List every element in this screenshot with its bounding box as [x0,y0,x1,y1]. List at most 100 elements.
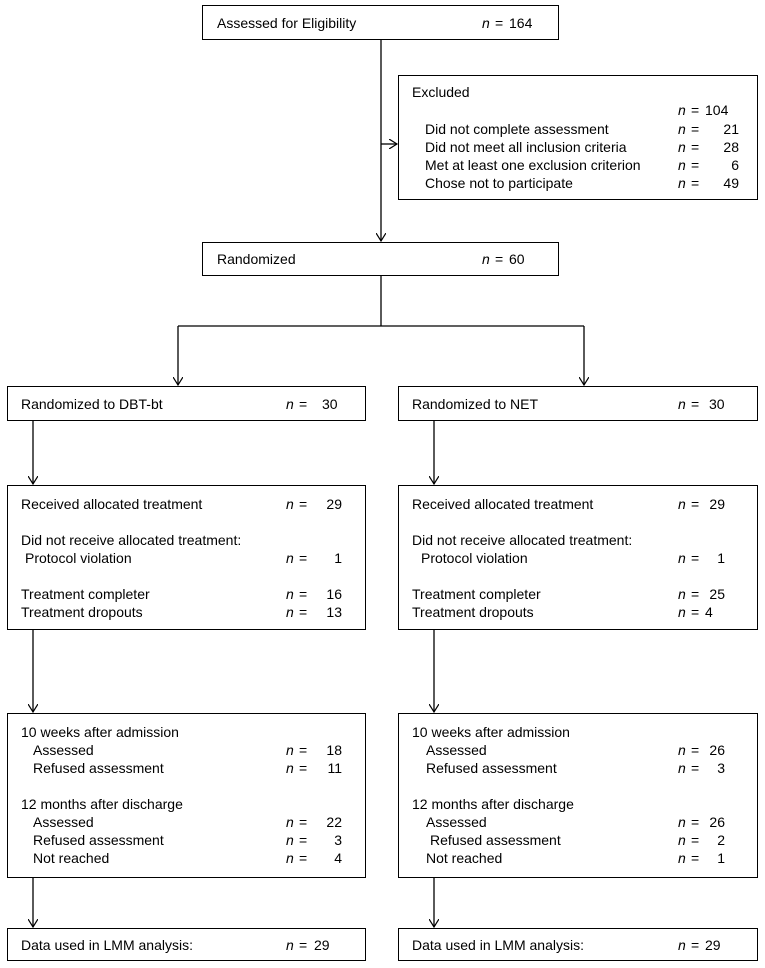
net-analysis-box: Data used in LMM analysis: n = 29 [398,928,758,961]
net-followup-box: 10 weeks after admission Assessed n = 26… [398,713,758,878]
n-symbol: n [286,396,294,412]
n-symbol: n [678,814,686,830]
protocol-n: 1 [334,550,342,566]
m12-refused-label: Refused assessment [430,832,561,848]
dbt-analysis-box: Data used in LMM analysis: n = 29 [7,928,366,961]
m12-refused-n: 2 [717,832,725,848]
equals-sign: = [495,15,504,31]
equals-sign: = [299,760,308,776]
n-symbol: n [482,15,490,31]
equals-sign: = [299,850,308,866]
assessed-box: Assessed for Eligibility n = 164 [202,5,559,40]
n-symbol: n [678,586,686,602]
equals-sign: = [691,742,700,758]
dbt-allocation-label: Randomized to DBT-bt [21,396,163,412]
w10-refused-label: Refused assessment [426,760,557,776]
equals-sign: = [691,760,700,776]
equals-sign: = [691,832,700,848]
net-allocation-label: Randomized to NET [412,396,539,412]
excluded-item-label: Met at least one exclusion criterion [425,157,641,173]
dbt-allocation-n: 30 [322,396,338,412]
excluded-n: 104 [705,102,729,118]
w10-refused-n: 11 [327,760,342,776]
w10-assessed-n: 26 [709,742,725,758]
excluded-box: Excluded n = 104 Did not complete assess… [398,75,758,200]
m12-assessed-n: 22 [326,814,342,830]
excluded-item-label: Did not complete assessment [425,121,609,137]
m12-notreached-label: Not reached [33,850,110,866]
equals-sign: = [299,742,308,758]
n-symbol: n [678,139,686,155]
n-symbol: n [286,937,294,953]
dbt-allocation-box: Randomized to DBT-bt n = 30 [7,386,366,421]
equals-sign: = [691,814,700,830]
completer-n: 16 [326,586,342,602]
equals-sign: = [691,550,700,566]
analysis-n: 29 [705,937,721,953]
w10-assessed-label: Assessed [426,742,487,758]
w10-refused-label: Refused assessment [33,760,164,776]
equals-sign: = [691,396,700,412]
received-label: Received allocated treatment [21,496,203,512]
analysis-n: 29 [314,937,330,953]
received-n: 29 [709,496,725,512]
w10-assessed-label: Assessed [33,742,94,758]
n-symbol: n [286,760,294,776]
n-symbol: n [678,157,686,173]
n-symbol: n [678,742,686,758]
equals-sign: = [299,550,308,566]
n-symbol: n [678,396,686,412]
m12-heading: 12 months after discharge [412,796,574,812]
assessed-label: Assessed for Eligibility [217,15,357,31]
not-received-label: Did not receive allocated treatment: [21,532,242,548]
equals-sign: = [495,251,504,267]
net-treatment-box: Received allocated treatment n = 29 Did … [398,485,758,630]
n-symbol: n [286,742,294,758]
m12-refused-label: Refused assessment [33,832,164,848]
n-symbol: n [482,251,490,267]
dbt-followup-box: 10 weeks after admission Assessed n = 18… [7,713,366,878]
n-symbol: n [678,550,686,566]
randomized-box: Randomized n = 60 [202,242,559,276]
randomized-n: 60 [509,251,525,267]
equals-sign: = [299,586,308,602]
m12-notreached-n: 4 [334,850,342,866]
n-symbol: n [678,832,686,848]
equals-sign: = [691,937,700,953]
m12-assessed-label: Assessed [33,814,94,830]
m12-assessed-n: 26 [709,814,725,830]
n-symbol: n [678,102,686,118]
assessed-n: 164 [509,15,533,31]
n-symbol: n [286,832,294,848]
equals-sign: = [691,157,700,173]
protocol-label: Protocol violation [421,550,528,566]
m12-assessed-label: Assessed [426,814,487,830]
received-label: Received allocated treatment [412,496,594,512]
n-symbol: n [286,586,294,602]
equals-sign: = [299,604,308,620]
equals-sign: = [691,604,700,620]
equals-sign: = [691,139,700,155]
equals-sign: = [691,175,700,191]
m12-notreached-label: Not reached [426,850,503,866]
m12-refused-n: 3 [334,832,342,848]
net-allocation-n: 30 [709,396,725,412]
protocol-label: Protocol violation [25,550,132,566]
protocol-n: 1 [717,550,725,566]
n-symbol: n [678,850,686,866]
excluded-item-n: 49 [723,175,739,191]
equals-sign: = [691,121,700,137]
n-symbol: n [286,496,294,512]
dbt-treatment-box: Received allocated treatment n = 29 Did … [7,485,366,630]
n-symbol: n [286,814,294,830]
w10-refused-n: 3 [717,760,725,776]
net-allocation-box: Randomized to NET n = 30 [398,386,758,421]
excluded-title: Excluded [412,84,470,100]
n-symbol: n [678,496,686,512]
equals-sign: = [299,814,308,830]
analysis-label: Data used in LMM analysis: [412,937,584,953]
equals-sign: = [299,496,308,512]
excluded-item-label: Did not meet all inclusion criteria [425,139,627,155]
m12-heading: 12 months after discharge [21,796,183,812]
completer-n: 25 [709,586,725,602]
